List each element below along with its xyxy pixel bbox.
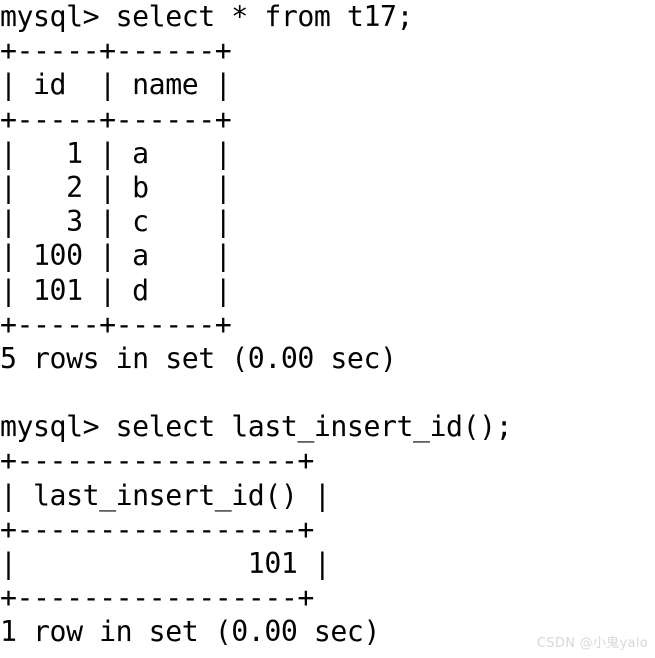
csdn-watermark: CSDN @小鬼yalo xyxy=(536,636,648,651)
terminal-line-t1-row-1: | 1 | a | xyxy=(0,136,232,170)
terminal-line-t2-sep-top: +-----------------+ xyxy=(0,444,314,478)
terminal-line-t1-status: 5 rows in set (0.00 sec) xyxy=(0,341,397,375)
terminal-line-t1-row-4: | 100 | a | xyxy=(0,239,232,273)
terminal-line-t2-status: 1 row in set (0.00 sec) xyxy=(0,615,380,649)
terminal-line-t1-sep-top: +-----+------+ xyxy=(0,34,232,68)
terminal-line-query-1: mysql> select * from t17; xyxy=(0,0,414,33)
terminal-line-t2-header: | last_insert_id() | xyxy=(0,478,331,512)
terminal-line-query-2: mysql> select last_insert_id(); xyxy=(0,410,513,444)
terminal-line-t1-row-2: | 2 | b | xyxy=(0,170,232,204)
terminal-line-t2-sep-mid: +-----------------+ xyxy=(0,512,314,546)
terminal-line-spacer-1 xyxy=(0,376,655,410)
terminal-line-t1-header: | id | name | xyxy=(0,68,232,102)
terminal-line-t1-sep-mid: +-----+------+ xyxy=(0,102,232,136)
terminal-line-t1-row-3: | 3 | c | xyxy=(0,205,232,239)
terminal-line-t2-sep-bottom: +-----------------+ xyxy=(0,581,314,615)
terminal-line-t1-sep-bottom: +-----+------+ xyxy=(0,307,232,341)
terminal-line-t1-row-5: | 101 | d | xyxy=(0,273,232,307)
terminal-line-t2-row-1: | 101 | xyxy=(0,547,331,580)
